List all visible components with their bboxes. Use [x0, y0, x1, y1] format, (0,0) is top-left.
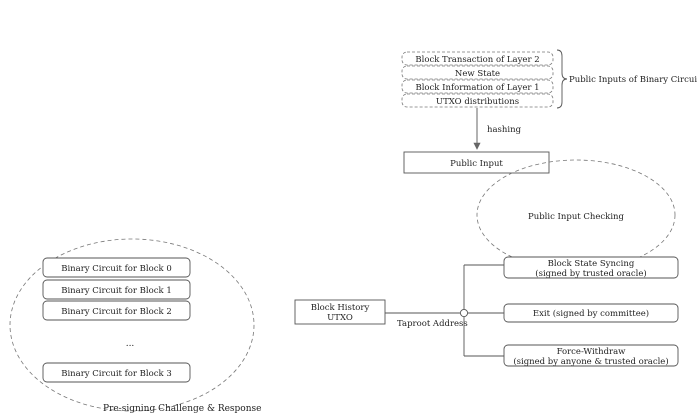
pre-signing-ellipse — [9, 238, 255, 412]
state-sync-box — [503, 256, 679, 279]
public-input-checking-label: Public Input Checking — [528, 212, 625, 222]
force-withdraw-line1: Force-Withdraw — [557, 347, 627, 357]
binary-circuit-label: Binary Circuit for Block 2 — [61, 307, 172, 317]
binary-circuit-ellipsis: ... — [126, 339, 135, 349]
exit-box — [503, 303, 679, 323]
public-input-checking-ellipse — [476, 159, 676, 271]
binary-circuit-box — [42, 300, 191, 321]
public-inputs-group: Block Transaction of Layer 2 New State B… — [401, 49, 697, 109]
public-input-item-box — [401, 51, 554, 66]
block-history-line2: UTXO — [327, 313, 353, 323]
binary-circuit-label: Binary Circuit for Block 3 — [61, 369, 172, 379]
force-withdraw-box — [503, 344, 679, 367]
public-input-item: Block Information of Layer 1 — [415, 83, 539, 93]
block-history-box — [294, 299, 386, 325]
public-input-item: UTXO distributions — [436, 97, 519, 107]
binary-circuit-label: Binary Circuit for Block 1 — [61, 286, 172, 296]
curly-brace — [556, 49, 568, 109]
binary-circuit-box — [42, 257, 191, 278]
binary-circuit-box — [42, 362, 191, 383]
taproot-node — [459, 308, 469, 318]
binary-circuit-box — [42, 279, 191, 300]
brace-label: Public Inputs of Binary Circuit — [569, 75, 697, 85]
public-input-item: New State — [455, 69, 500, 79]
state-sync-line2: (signed by trusted oracle) — [535, 268, 646, 279]
public-input-label: Public Input — [450, 159, 503, 169]
block-history-line1: Block History — [311, 303, 370, 313]
exit-label: Exit (signed by committee) — [533, 308, 649, 319]
pre-signing-caption: Pre-signing Challenge & Response — [103, 404, 261, 414]
state-sync-line1: Block State Syncing — [548, 259, 635, 269]
public-input-item-box — [401, 93, 554, 108]
public-input-item-box — [401, 79, 554, 94]
public-input-item: Block Transaction of Layer 2 — [415, 55, 539, 65]
taproot-label: Taproot Address — [397, 319, 468, 329]
binary-circuit-label: Binary Circuit for Block 0 — [61, 264, 172, 274]
public-input-item-box — [401, 65, 554, 80]
public-input-box — [403, 151, 550, 174]
hashing-label: hashing — [487, 125, 522, 135]
force-withdraw-line2: (signed by anyone & trusted oracle) — [513, 356, 668, 367]
